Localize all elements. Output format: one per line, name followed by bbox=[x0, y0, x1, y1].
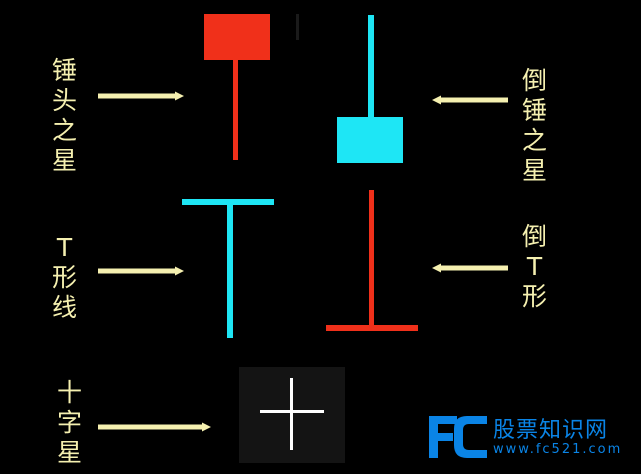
fc-logo-icon bbox=[429, 416, 487, 458]
label-t-shape-char: 形 bbox=[52, 263, 78, 292]
label-hammer-char: 锤 bbox=[52, 56, 78, 85]
hammer-lower-shadow bbox=[233, 60, 238, 160]
label-hammer-char: 之 bbox=[52, 116, 78, 145]
inverted-t-candle bbox=[326, 190, 418, 331]
stray-mark bbox=[296, 14, 299, 40]
label-inverted-hammer: 倒 锤 之 星 bbox=[522, 66, 547, 186]
inverted-t-bar bbox=[326, 325, 418, 331]
watermark-url: www.fc521.com bbox=[493, 442, 623, 457]
watermark-site-name: 股票知识网 bbox=[493, 418, 609, 443]
label-doji-char: 十 bbox=[57, 378, 83, 407]
label-inverted-t-char: 形 bbox=[522, 282, 548, 311]
doji-candle bbox=[239, 367, 345, 463]
label-doji-char: 星 bbox=[57, 438, 83, 467]
label-t-shape: T 形 线 bbox=[52, 233, 77, 323]
label-hammer: 锤 头 之 星 bbox=[52, 56, 77, 176]
t-shape-candle bbox=[182, 199, 274, 338]
inverted-t-stem bbox=[369, 190, 374, 326]
doji-vertical bbox=[290, 378, 293, 450]
label-inverted-hammer-char: 倒 bbox=[522, 66, 548, 95]
inverted-hammer-upper-shadow bbox=[368, 15, 374, 118]
hammer-candle bbox=[204, 14, 270, 160]
hammer-body bbox=[204, 14, 270, 60]
inverted-hammer-body bbox=[337, 117, 403, 163]
label-inverted-hammer-char: 锤 bbox=[522, 96, 548, 125]
watermark: 股票知识网 www.fc521.com bbox=[427, 408, 627, 466]
label-inverted-hammer-char: 之 bbox=[522, 126, 548, 155]
t-shape-stem bbox=[227, 205, 233, 338]
label-doji: 十 字 星 bbox=[57, 378, 82, 468]
t-shape-bar bbox=[182, 199, 274, 205]
label-inverted-t: 倒 T 形 bbox=[522, 222, 547, 312]
inverted-hammer-candle bbox=[337, 15, 403, 163]
label-inverted-t-char: 倒 bbox=[522, 222, 548, 251]
label-t-shape-char: 线 bbox=[52, 293, 78, 322]
label-inverted-t-char: T bbox=[526, 252, 543, 281]
label-inverted-hammer-char: 星 bbox=[522, 156, 548, 185]
label-hammer-char: 头 bbox=[52, 86, 78, 115]
label-hammer-char: 星 bbox=[52, 146, 78, 175]
label-t-shape-char: T bbox=[56, 233, 73, 262]
label-doji-char: 字 bbox=[57, 408, 83, 437]
